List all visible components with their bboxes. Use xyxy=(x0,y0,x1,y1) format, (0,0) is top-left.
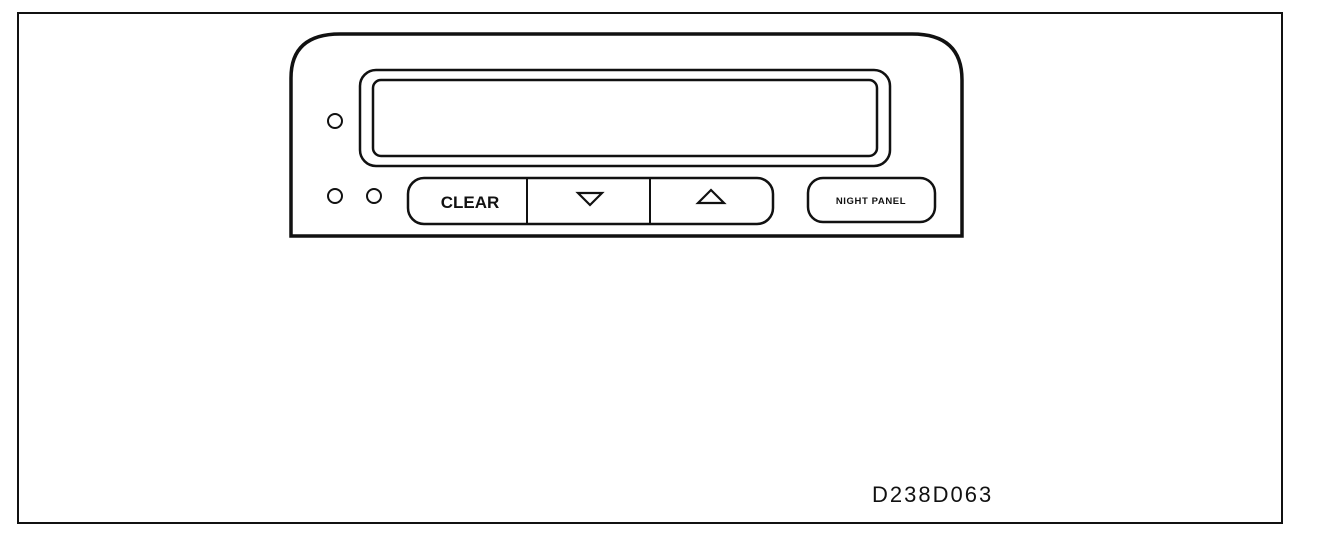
panel-housing xyxy=(289,32,964,238)
button-group xyxy=(406,176,775,226)
down-button[interactable] xyxy=(527,178,650,224)
display-window xyxy=(371,78,879,158)
night-panel-button[interactable]: NIGHT PANEL xyxy=(806,176,937,224)
triangle-up-icon xyxy=(695,188,727,205)
triangle-down-icon xyxy=(575,191,605,207)
night-panel-label: NIGHT PANEL xyxy=(836,196,906,207)
display-window-outer xyxy=(358,68,892,168)
up-button[interactable] xyxy=(650,178,773,224)
clear-button-label: CLEAR xyxy=(441,193,500,212)
clear-button[interactable]: CLEAR xyxy=(408,178,527,224)
figure-frame xyxy=(17,12,1283,524)
figure-id: D238D063 xyxy=(872,482,994,507)
indicator-light-right xyxy=(366,188,382,204)
indicator-light-left xyxy=(327,188,343,204)
indicator-light-top xyxy=(327,113,343,129)
